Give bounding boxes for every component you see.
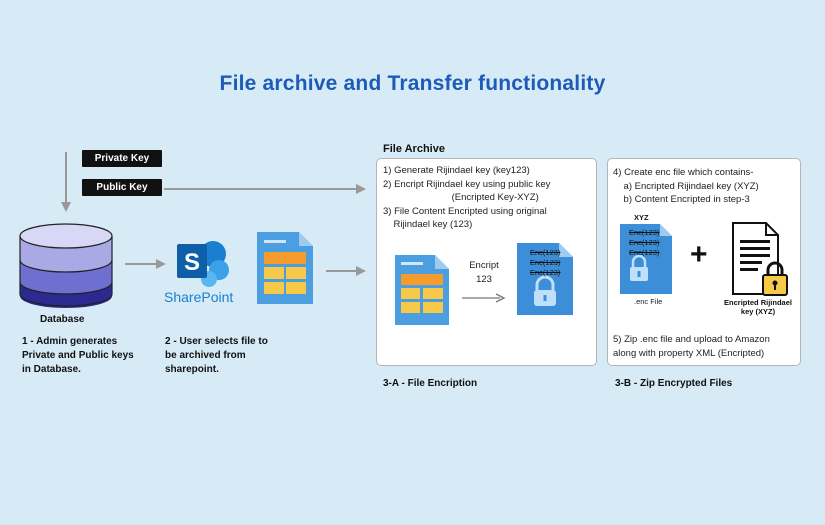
page-title: File archive and Transfer functionality: [219, 72, 606, 95]
database-icon: [19, 223, 113, 308]
database-label: Database: [40, 314, 85, 325]
encrypt-arrow-label: Encript 123: [469, 260, 499, 285]
public-key-badge: Public Key: [82, 179, 162, 196]
archive-step-3: 3) File Content Encripted using original: [383, 205, 547, 217]
sharepoint-caption: 2 - User selects file to be archived fro…: [165, 336, 268, 375]
file-encription-caption: 3-A - File Encription: [383, 378, 478, 389]
zip-step-5: 5) Zip .enc file and upload to Amazon al…: [613, 334, 770, 359]
sharepoint-icon: S: [177, 241, 229, 287]
key-document-icon: [732, 222, 788, 296]
database-caption: 1 - Admin generates Private and Public k…: [22, 336, 134, 375]
document-icon: [257, 232, 313, 304]
zip-enc-lines: Enc(123) Enc(123) Enc(123): [629, 228, 660, 257]
file-archive-steps: 1) Generate Rijindael key (key123) 2) En…: [383, 164, 550, 232]
zip-step-4b: b) Content Encripted in step-3: [613, 194, 750, 205]
private-key-badge: Private Key: [82, 150, 162, 167]
file-archive-heading: File Archive: [383, 143, 445, 155]
sharepoint-logo-text: SharePoint: [164, 289, 234, 305]
source-document-icon: [395, 255, 449, 325]
encrypted-file-icon: [517, 243, 573, 315]
archive-step-3-cont: Rijindael key (123): [383, 219, 473, 230]
archive-enc-lines: Enc(123) Enc(123) Enc(123): [530, 248, 561, 277]
archive-step-2: 2) Encript Rijindael key using public ke…: [383, 178, 551, 190]
plus-sign: +: [690, 238, 708, 271]
zip-steps: 4) Create enc file which contains- a) En…: [613, 166, 759, 207]
archive-step-2-cont: (Encripted Key-XYZ): [383, 192, 539, 203]
zip-step-4a: a) Encripted Rijindael key (XYZ): [613, 180, 759, 192]
enc-file-label: .enc File: [634, 297, 663, 306]
archive-step-1: 1) Generate Rijindael key (key123): [383, 165, 530, 176]
svg-text:S: S: [184, 249, 200, 276]
encrypt-arrow: [462, 293, 506, 303]
zip-caption: 3-B - Zip Encrypted Files: [615, 378, 733, 389]
zip-step-4: 4) Create enc file which contains-: [613, 167, 754, 178]
enc-file-icon: [620, 224, 672, 294]
enc-key-label: XYZ: [634, 213, 649, 222]
key-document-label: Encripted Rijindael key (XYZ): [724, 298, 792, 316]
